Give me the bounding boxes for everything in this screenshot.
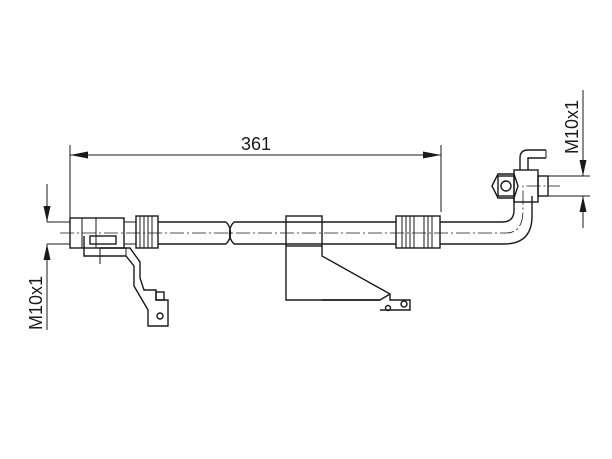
left-thread-label: M10x1 [26, 276, 46, 330]
length-dimension: 361 [69, 134, 442, 222]
left-mounting-bracket [83, 236, 169, 327]
right-fitting [395, 215, 441, 249]
centre-line [60, 185, 560, 234]
right-banjo-nut [491, 149, 549, 203]
hose-body [158, 221, 396, 245]
right-thread-label: M10x1 [562, 100, 582, 154]
right-bent-pipe [440, 196, 533, 245]
length-dimension-label: 361 [241, 134, 271, 154]
middle-clamp-bracket [285, 215, 411, 312]
left-thread-dimension: M10x1 [26, 184, 70, 330]
left-fitting [69, 215, 159, 249]
right-thread-dimension: M10x1 [548, 90, 590, 228]
